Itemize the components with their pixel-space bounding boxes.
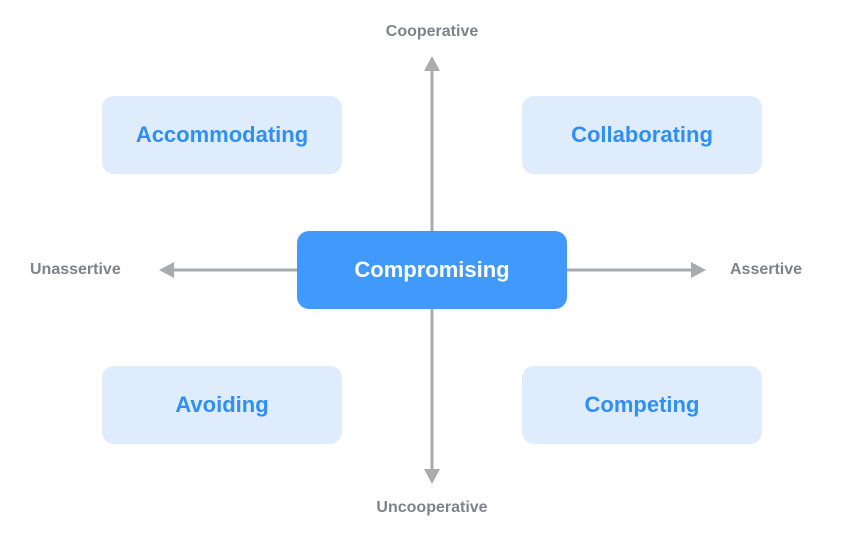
quadrant-collaborating: Collaborating [522, 96, 762, 174]
axis-label-unassertive: Unassertive [30, 261, 121, 278]
quadrant-avoiding: Avoiding [102, 366, 342, 444]
axis-label-assertive: Assertive [730, 261, 803, 278]
arrow-left-icon [159, 262, 174, 278]
axis-label-uncooperative: Uncooperative [376, 499, 488, 516]
quadrant-competing: Competing [522, 366, 762, 444]
arrow-right-icon [691, 262, 706, 278]
arrow-up-icon [424, 56, 440, 71]
center-compromising: Compromising [297, 231, 567, 309]
arrow-down-icon [424, 469, 440, 484]
axis-label-cooperative: Cooperative [385, 23, 479, 40]
quadrant-accommodating: Accommodating [102, 96, 342, 174]
